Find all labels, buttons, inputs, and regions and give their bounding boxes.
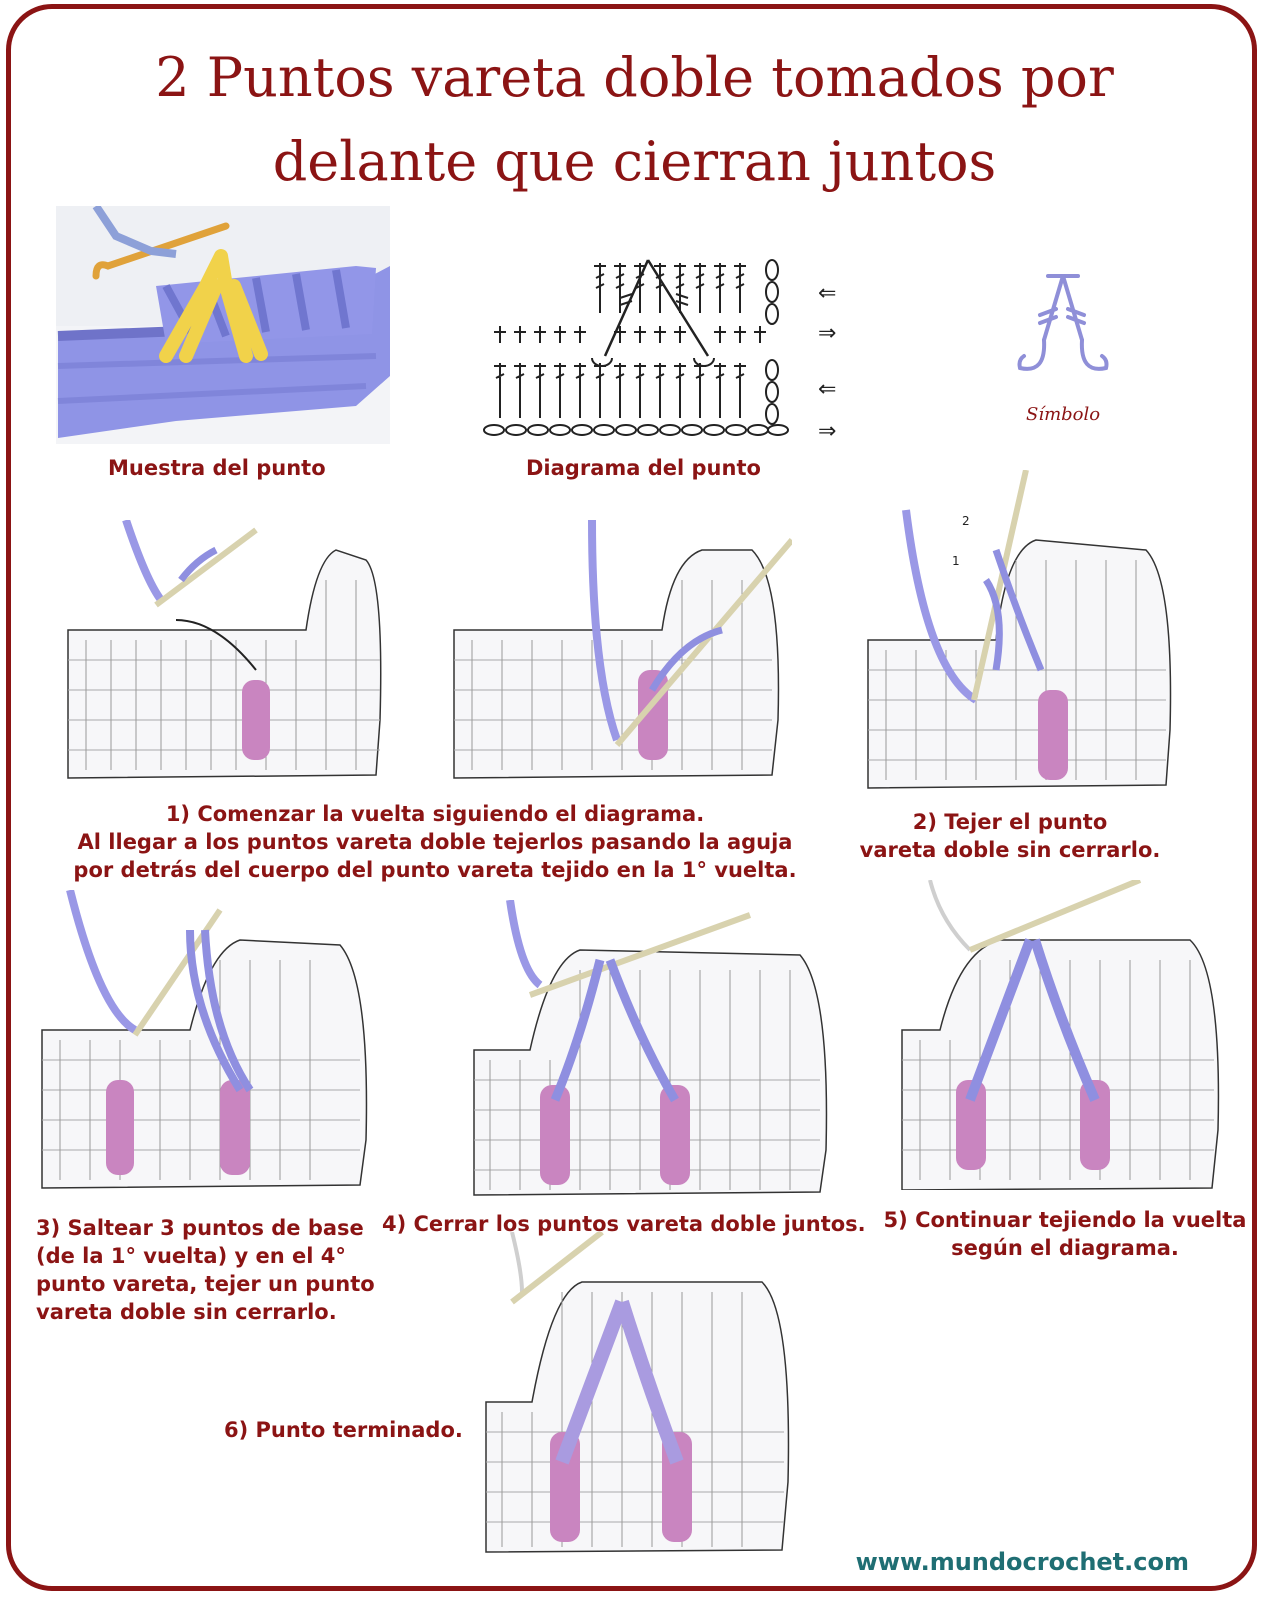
arrow-left-1: ⇐ — [818, 281, 836, 306]
page-frame — [6, 4, 1257, 1591]
stitch-diagram: ⇐ ⇒ ⇐ ⇒ — [483, 259, 836, 444]
step2-caption-line1: 2) Tejer el punto — [912, 810, 1108, 834]
step3-caption-line2: (de la 1° vuelta) y en el 4° — [36, 1244, 346, 1268]
arrow-right-1: ⇒ — [818, 321, 836, 346]
arrow-right-2: ⇒ — [818, 419, 836, 444]
page-title-line1: 2 Puntos vareta doble tomados por — [155, 46, 1114, 109]
step2-caption-line2: vareta doble sin cerrarlo. — [859, 838, 1161, 862]
arrow-left-2: ⇐ — [818, 377, 836, 402]
step6-illustration — [901, 880, 1220, 1190]
step1-caption-line2: Al llegar a los puntos vareta doble teje… — [77, 830, 793, 854]
step5-illustration — [473, 900, 828, 1196]
symbol-label: Símbolo — [1026, 404, 1101, 425]
step1-illustration — [67, 520, 382, 779]
website-url[interactable]: www.mundocrochet.com — [855, 1548, 1189, 1576]
step7-illustration — [485, 1232, 790, 1553]
step5-caption: 5) Continuar tejiendo la vuelta según el… — [870, 1206, 1260, 1262]
step5-caption-line2: según el diagrama. — [951, 1236, 1179, 1260]
step5-caption-line1: 5) Continuar tejiendo la vuelta — [883, 1208, 1247, 1232]
step4-illustration — [41, 890, 368, 1189]
sample-label: Muestra del punto — [108, 456, 326, 480]
step3-caption: 3) Saltear 3 puntos de base (de la 1° vu… — [36, 1214, 375, 1326]
step2-caption: 2) Tejer el punto vareta doble sin cerra… — [850, 808, 1170, 864]
page-title-line2: delante que cierran juntos — [272, 130, 997, 193]
sample-photo — [56, 206, 390, 444]
svg-text:1: 1 — [952, 554, 960, 568]
step2-illustration — [453, 520, 792, 779]
step6-caption: 6) Punto terminado. — [224, 1416, 463, 1444]
step3-illustration: 2 1 — [867, 470, 1172, 789]
step1-caption: 1) Comenzar la vuelta siguiendo el diagr… — [40, 800, 830, 884]
step3-caption-line1: 3) Saltear 3 puntos de base — [36, 1216, 364, 1240]
step1-caption-line1: 1) Comenzar la vuelta siguiendo el diagr… — [165, 802, 705, 826]
step6-caption-line1: 6) Punto terminado. — [224, 1418, 463, 1442]
stitch-symbol — [1017, 274, 1109, 371]
diagram-label: Diagrama del punto — [526, 456, 761, 480]
step4-caption-line1: 4) Cerrar los puntos vareta doble juntos… — [382, 1212, 866, 1236]
step4-caption: 4) Cerrar los puntos vareta doble juntos… — [382, 1210, 866, 1238]
step3-caption-line4: vareta doble sin cerrarlo. — [36, 1300, 337, 1324]
svg-text:2: 2 — [962, 514, 970, 528]
step1-caption-line3: por detrás del cuerpo del punto vareta t… — [73, 858, 797, 882]
step3-caption-line3: punto vareta, tejer un punto — [36, 1272, 375, 1296]
